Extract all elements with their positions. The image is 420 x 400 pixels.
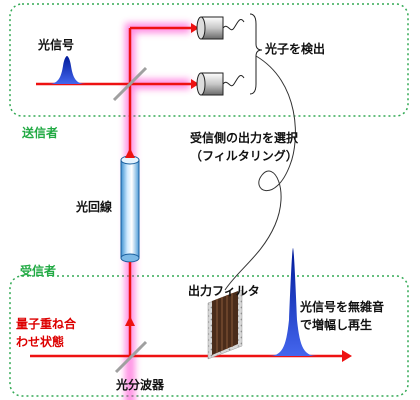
detect-bracket bbox=[249, 13, 263, 95]
beam-arrowheads bbox=[125, 23, 352, 362]
fiber-cylinder-icon bbox=[120, 155, 140, 263]
feedback-line bbox=[224, 55, 296, 291]
beam-splitter-icon bbox=[114, 340, 148, 374]
amplify-label-line2: で増幅し再生 bbox=[300, 318, 373, 332]
sender-box bbox=[9, 3, 409, 117]
output-filter-icon bbox=[207, 289, 243, 360]
fiber-label: 光回線 bbox=[76, 200, 113, 214]
signal-label: 光信号 bbox=[38, 38, 75, 52]
detect-label: 光子を検出 bbox=[265, 42, 326, 56]
beam-splitter-icon bbox=[112, 66, 148, 102]
quantum-state-label-line2: わせ状態 bbox=[16, 335, 65, 349]
receiver-box bbox=[9, 275, 409, 397]
amplified-pulse-icon bbox=[268, 248, 318, 356]
light-beam-paths bbox=[30, 26, 344, 358]
amplify-label-line1: 光信号を無雑音 bbox=[300, 300, 385, 314]
detector-icon bbox=[196, 72, 245, 96]
selection-label-line1: 受信側の出力を選択 bbox=[190, 131, 299, 145]
detector-icon bbox=[196, 16, 245, 40]
signal-pulse-icon bbox=[48, 56, 86, 84]
receiver-label: 受信者 bbox=[20, 264, 57, 278]
sender-label: 送信者 bbox=[22, 126, 59, 140]
selection-label-line2: （フィルタリング） bbox=[190, 149, 298, 163]
splitter-label: 光分波器 bbox=[116, 378, 165, 392]
output-filter-label: 出力フィルタ bbox=[188, 284, 260, 298]
quantum-state-label-line1: 量子重ね合 bbox=[16, 317, 77, 331]
